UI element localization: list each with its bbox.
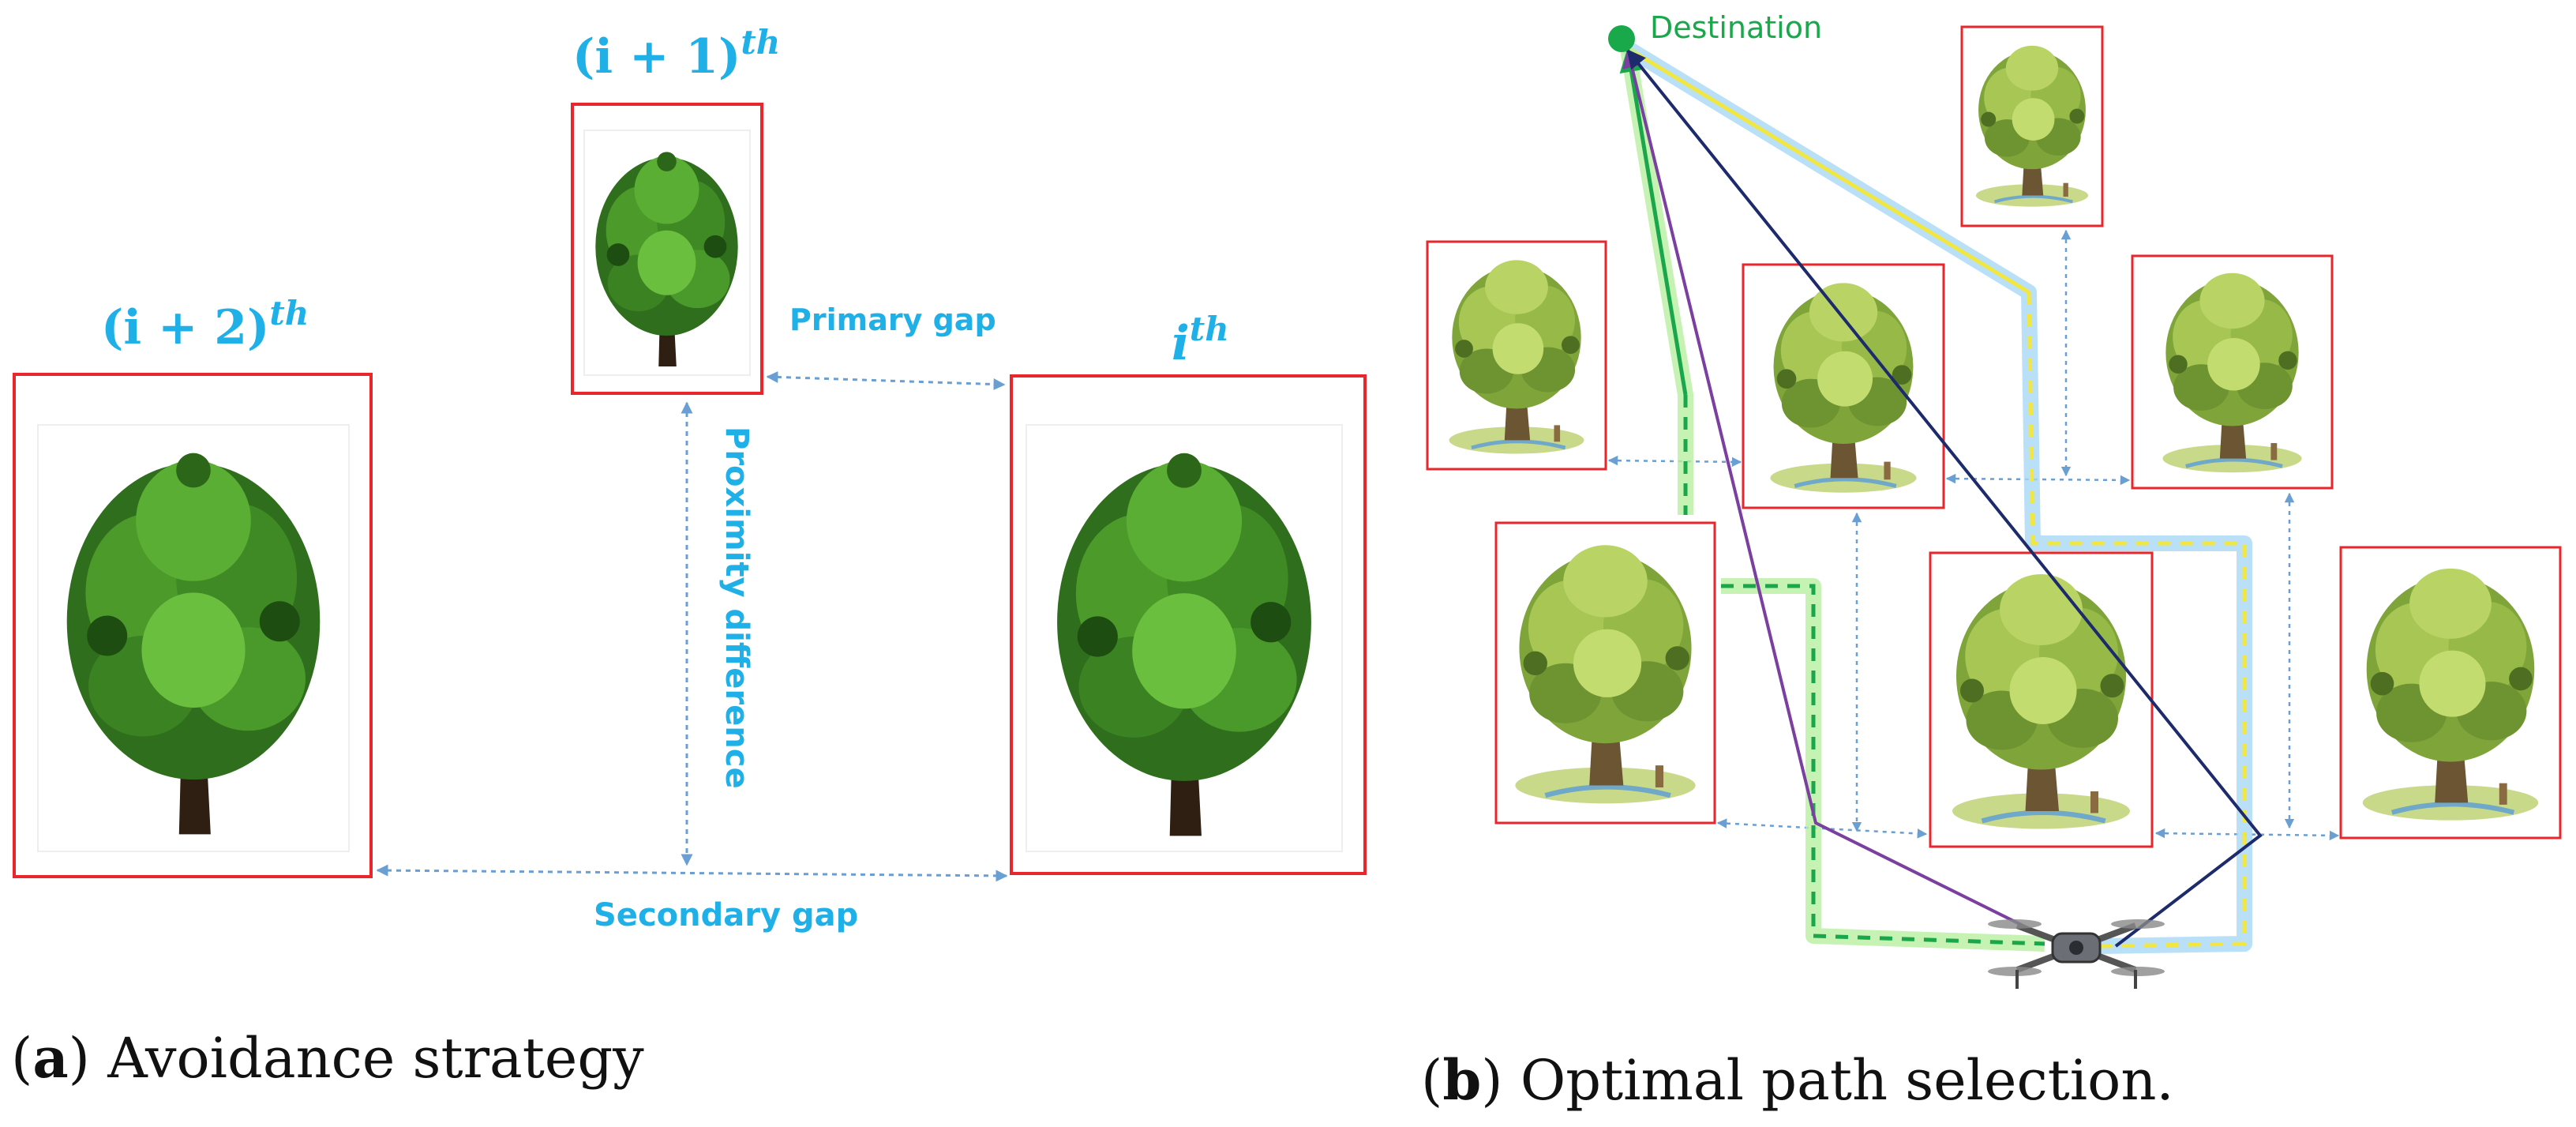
- destination-label: Destination: [1650, 10, 1822, 45]
- secondary-gap-label: Secondary gap: [594, 897, 858, 934]
- tree-box-b1: [1960, 25, 2104, 227]
- label-i-plus-2: (i + 2)th: [101, 294, 309, 355]
- label-i: ith: [1172, 310, 1229, 371]
- tree-box-i: [1010, 374, 1367, 875]
- caption-b: (b) Optimal path selection.: [1421, 1047, 2174, 1113]
- purple-path: [1622, 48, 2065, 948]
- drone-icon: [1988, 919, 2165, 989]
- tree-box-b7: [2339, 546, 2562, 840]
- tree-box-i-plus-2: [13, 373, 373, 878]
- panel-a: (i + 1)th (i + 2)th ith Primary gap Prox…: [11, 23, 1367, 1091]
- tree-box-b5: [1494, 521, 1716, 825]
- primary-gap-label: Primary gap: [789, 302, 996, 337]
- navy-path: [1626, 49, 2263, 948]
- proximity-difference-label: Proximity difference: [718, 426, 755, 789]
- gap-arrows: [1607, 229, 2340, 841]
- tree-box-b2: [1426, 240, 1607, 471]
- tree-box-b6: [1929, 551, 2154, 848]
- tree-box-b4: [2131, 254, 2334, 490]
- panel-b: Destination (b) Optimal path selection.: [1421, 10, 2562, 1113]
- destination-marker: [1608, 25, 1635, 52]
- primary-gap-arrow: [766, 370, 1006, 391]
- tree-box-i-plus-1: [571, 103, 763, 395]
- green-path: [1619, 47, 2045, 952]
- yellow-path: [1622, 40, 2252, 954]
- caption-a: (a) Avoidance strategy: [11, 1025, 644, 1091]
- secondary-gap-arrow: [376, 864, 1008, 882]
- tree-box-b3: [1742, 263, 1945, 509]
- label-i-plus-1: (i + 1)th: [572, 23, 780, 85]
